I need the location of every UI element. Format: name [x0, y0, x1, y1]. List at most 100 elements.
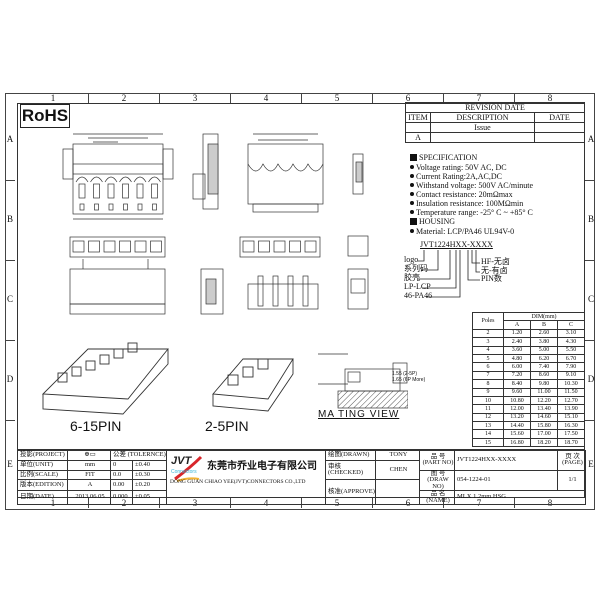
- page-value: 1/1: [557, 469, 586, 492]
- cell: [430, 132, 535, 143]
- draw-no-value: 054-1224-01: [454, 469, 558, 492]
- tol-value: ±0.20: [132, 479, 167, 492]
- table-cell: 9.80: [530, 379, 558, 389]
- bullet-icon: [410, 210, 414, 214]
- table-cell: 11.50: [557, 387, 585, 397]
- front-cavity: [273, 240, 286, 253]
- pin-contact: [123, 203, 128, 211]
- spec-item: Temperature range: -25° C ~ +85° C: [410, 209, 533, 217]
- table-cell: 13: [472, 421, 504, 431]
- mating-view: [318, 353, 408, 409]
- table-cell: 4: [472, 345, 504, 355]
- ruler-column-top: 4: [263, 93, 269, 103]
- table-cell: 8.40: [503, 379, 531, 389]
- table-cell: 5.00: [530, 345, 558, 355]
- company-name-cn: 东莞市乔业电子有限公司: [207, 461, 317, 472]
- drawn-label: 绘图(DRAWN): [325, 450, 376, 461]
- ruler-column-top: 5: [334, 93, 340, 103]
- table-cell: 1.20: [503, 328, 531, 339]
- pin-terminal: [151, 183, 158, 199]
- checked-label: 审核(CHECKED): [325, 459, 376, 481]
- spec-heading-text: SPECIFICATION: [419, 153, 478, 162]
- connector-drawings: [41, 133, 408, 415]
- iso-cavity: [99, 354, 110, 365]
- tol-value: ±0.30: [132, 469, 167, 481]
- logo-subtext: Connectors: [171, 469, 197, 475]
- spec-text: Insulation resistance: 100MΩmin: [416, 199, 524, 208]
- header-item: ITEM: [405, 112, 431, 123]
- table-cell: 15: [472, 437, 504, 448]
- table-cell: 11.00: [530, 387, 558, 397]
- ruler-column-top: 3: [192, 93, 198, 103]
- ruler-tick: [5, 180, 15, 181]
- table-cell: 14.60: [530, 412, 558, 423]
- pin-slot: [119, 176, 132, 183]
- table-cell: 12: [472, 412, 504, 423]
- label-6-15pin: 6-15PIN: [70, 418, 122, 434]
- name-value: MLX 1.2mm HSG: [454, 490, 586, 506]
- table-cell: 16.30: [557, 421, 585, 431]
- poles-header: Poles: [472, 312, 504, 330]
- tol-precision: 0.0: [110, 469, 133, 481]
- part-code-right-label: 无-有卤: [481, 265, 508, 275]
- company-logo-block: JVT Connectors 东莞市乔业电子有限公司 DONG GUAN CHI…: [166, 449, 326, 506]
- table-cell: 9.10: [557, 370, 585, 381]
- bullet-icon: [410, 201, 414, 205]
- table-cell: 7.40: [530, 362, 558, 372]
- ruler-row-left: E: [7, 459, 13, 469]
- ruler-tick: [585, 420, 595, 421]
- table-cell: 12.70: [557, 395, 585, 406]
- col-c: C: [557, 320, 585, 330]
- part-code-left-label: 46-PA46: [404, 291, 433, 300]
- spec-item: Voltage rating: 50V AC, DC: [410, 164, 507, 172]
- header-description: DESCRIPTION: [430, 112, 535, 123]
- table-cell: 12.20: [530, 395, 558, 406]
- ruler-tick: [88, 93, 89, 103]
- iso-cavity: [85, 360, 96, 371]
- rib: [287, 275, 294, 307]
- col-b: B: [530, 320, 558, 330]
- table-cell: 14.40: [503, 421, 531, 431]
- mating-notes: 1.55 (2-5P)1.65 (6P More): [392, 371, 425, 383]
- table-cell: 7.20: [503, 370, 531, 381]
- table-cell: 4.80: [503, 353, 531, 364]
- ruler-column-top: 7: [476, 93, 482, 103]
- iso-cavity: [71, 366, 82, 377]
- checked-value: CHEN: [375, 459, 420, 481]
- ruler-column-top: 6: [405, 93, 411, 103]
- table-cell: 17.00: [530, 429, 558, 439]
- table-cell: 8.60: [530, 370, 558, 381]
- cell: [405, 122, 431, 133]
- table-cell: 2.40: [503, 337, 531, 347]
- table-cell: 7.90: [557, 362, 585, 372]
- table-cell: 12.00: [503, 404, 531, 414]
- ruler-tick: [230, 93, 231, 103]
- table-cell: 10.30: [557, 379, 585, 389]
- pin-contact: [137, 203, 143, 211]
- ruler-tick: [585, 340, 595, 341]
- bullet-icon: [410, 183, 414, 187]
- ruler-tick: [372, 93, 373, 103]
- part-no-value: JVT1224HXX-XXXX: [454, 450, 558, 471]
- table-cell: 6.70: [557, 353, 585, 364]
- ruler-row-left: B: [6, 214, 13, 224]
- side-view-c: [347, 268, 369, 310]
- tol-precision: 0.000: [110, 490, 133, 506]
- table-cell: 9.60: [503, 387, 531, 397]
- spec-heading: SPECIFICATION: [410, 154, 477, 162]
- bottom-view-5p: [247, 275, 319, 310]
- mating-note-2: 1.65 (6P More): [392, 377, 426, 383]
- table-cell: 5.50: [557, 345, 585, 355]
- iso-cavity: [57, 372, 68, 383]
- tol-value: ±0.40: [132, 459, 167, 471]
- spec-item: Current Rating:2A,AC,DC: [410, 173, 502, 181]
- pin-terminal: [78, 183, 86, 199]
- table-cell: 13.20: [503, 412, 531, 423]
- company-logo: JVT: [171, 455, 192, 467]
- pin-contact: [108, 203, 114, 211]
- ruler-row-left: D: [6, 374, 14, 384]
